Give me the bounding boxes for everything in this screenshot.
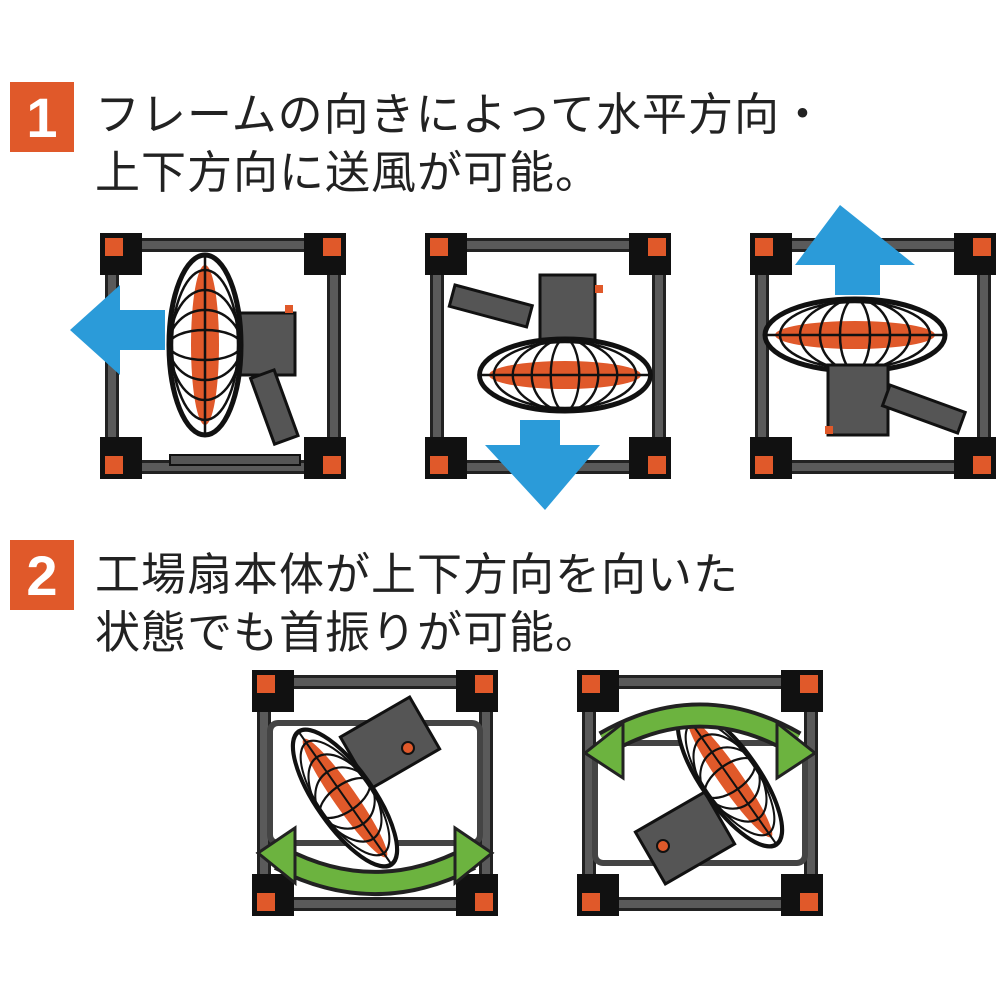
arrow-left-icon <box>70 285 165 375</box>
frame-fan-swing-up <box>575 668 835 928</box>
frame-fan-swing-down <box>250 668 510 928</box>
swing-arrow-icon <box>275 850 475 892</box>
step-2-text-line2: 状態でも首振りが可能。 <box>95 606 602 659</box>
arrow-down-icon <box>485 420 600 510</box>
swing-arrow-icon <box>600 706 800 751</box>
frame-fan-horizontal-left <box>70 225 360 485</box>
step-1-text-line2: 上下方向に送風が可能。 <box>95 146 602 199</box>
frame-fan-facing-up <box>740 205 1000 490</box>
frame-fan-facing-down <box>415 225 715 510</box>
step-2-text-line1: 工場扇本体が上下方向を向いた <box>95 548 740 601</box>
arrow-up-icon <box>795 205 915 295</box>
step-2-badge: 2 <box>10 540 74 610</box>
step-1-text-line1: フレームの向きによって水平方向・ <box>95 88 827 141</box>
step-1-badge: 1 <box>10 82 74 152</box>
